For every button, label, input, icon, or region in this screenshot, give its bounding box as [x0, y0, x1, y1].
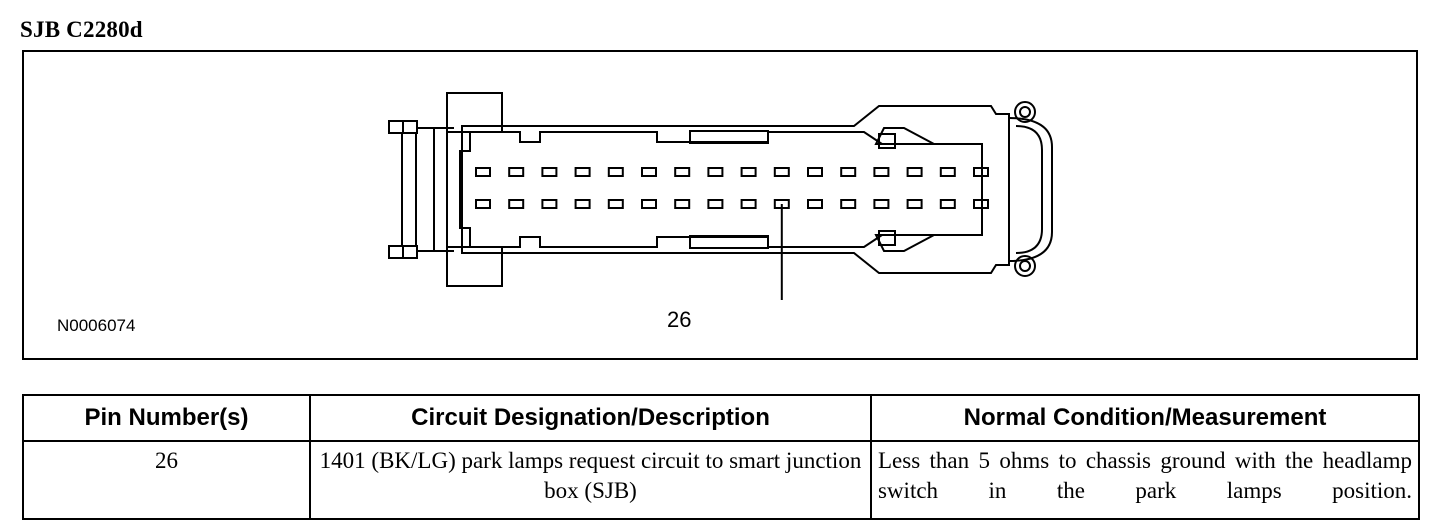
table-header-row: Pin Number(s) Circuit Designation/Descri… — [22, 394, 1420, 442]
pin-cavities — [475, 167, 989, 209]
pin-cavity — [807, 199, 823, 209]
pin-cavity — [740, 167, 757, 177]
connector-drawing — [388, 92, 1053, 300]
key-rib-top — [689, 130, 769, 144]
cell-description: 1401 (BK/LG) park lamps request circuit … — [309, 440, 872, 520]
pin-cavity — [807, 167, 823, 177]
pin-cavity — [574, 199, 591, 209]
pin-cavity — [574, 167, 591, 177]
pin-cavity — [973, 167, 989, 177]
figure-id: N0006074 — [57, 316, 136, 335]
page-title: SJB C2280d — [20, 17, 143, 42]
pin-cavity — [939, 199, 956, 209]
inner-cavity — [459, 131, 983, 248]
pin-cavity — [906, 167, 923, 177]
pin-cavity — [973, 199, 989, 209]
pin-cavity — [541, 167, 558, 177]
header-circuit-description: Circuit Designation/Description — [309, 394, 872, 442]
header-pin-number: Pin Number(s) — [22, 394, 311, 442]
cell-measurement: Less than 5 ohms to chassis ground with … — [870, 440, 1420, 520]
header-normal-condition: Normal Condition/Measurement — [870, 394, 1420, 442]
pin-callout-label: 26 — [667, 307, 692, 332]
lock-arm — [1008, 117, 1053, 262]
pin-cavity — [740, 199, 757, 209]
housing-outline — [461, 105, 1010, 274]
latch-bottom — [874, 234, 935, 252]
lock-eye-bottom — [1014, 255, 1036, 277]
pin-cavity — [840, 199, 857, 209]
pin-cavity — [508, 167, 525, 177]
pin-cavity — [906, 199, 923, 209]
table-row: 26 1401 (BK/LG) park lamps request circu… — [22, 440, 1420, 520]
pin-cavity — [939, 167, 956, 177]
pin-cavity — [707, 167, 724, 177]
pin-cavity — [873, 199, 890, 209]
pin-cavity — [541, 199, 558, 209]
pin-cavity — [475, 199, 491, 209]
pin-cavity — [508, 199, 525, 209]
pin-table: Pin Number(s) Circuit Designation/Descri… — [22, 394, 1420, 520]
latch-top — [874, 127, 935, 145]
pin-cavity — [674, 167, 691, 177]
cell-pin: 26 — [22, 440, 311, 520]
key-rib-bottom — [689, 235, 769, 249]
pin-cavity — [641, 167, 657, 177]
lock-eye-top — [1014, 101, 1036, 123]
connector-diagram: N0006074 26 — [22, 50, 1418, 360]
pin-cavity — [674, 199, 691, 209]
pin-cavity — [873, 167, 890, 177]
pin-cavity — [607, 167, 624, 177]
pin-cavity — [707, 199, 724, 209]
pin-cavity — [773, 167, 790, 177]
pin-cavity — [475, 167, 491, 177]
pin-cavity — [641, 199, 657, 209]
pin-cavity — [840, 167, 857, 177]
pin-cavity — [607, 199, 624, 209]
